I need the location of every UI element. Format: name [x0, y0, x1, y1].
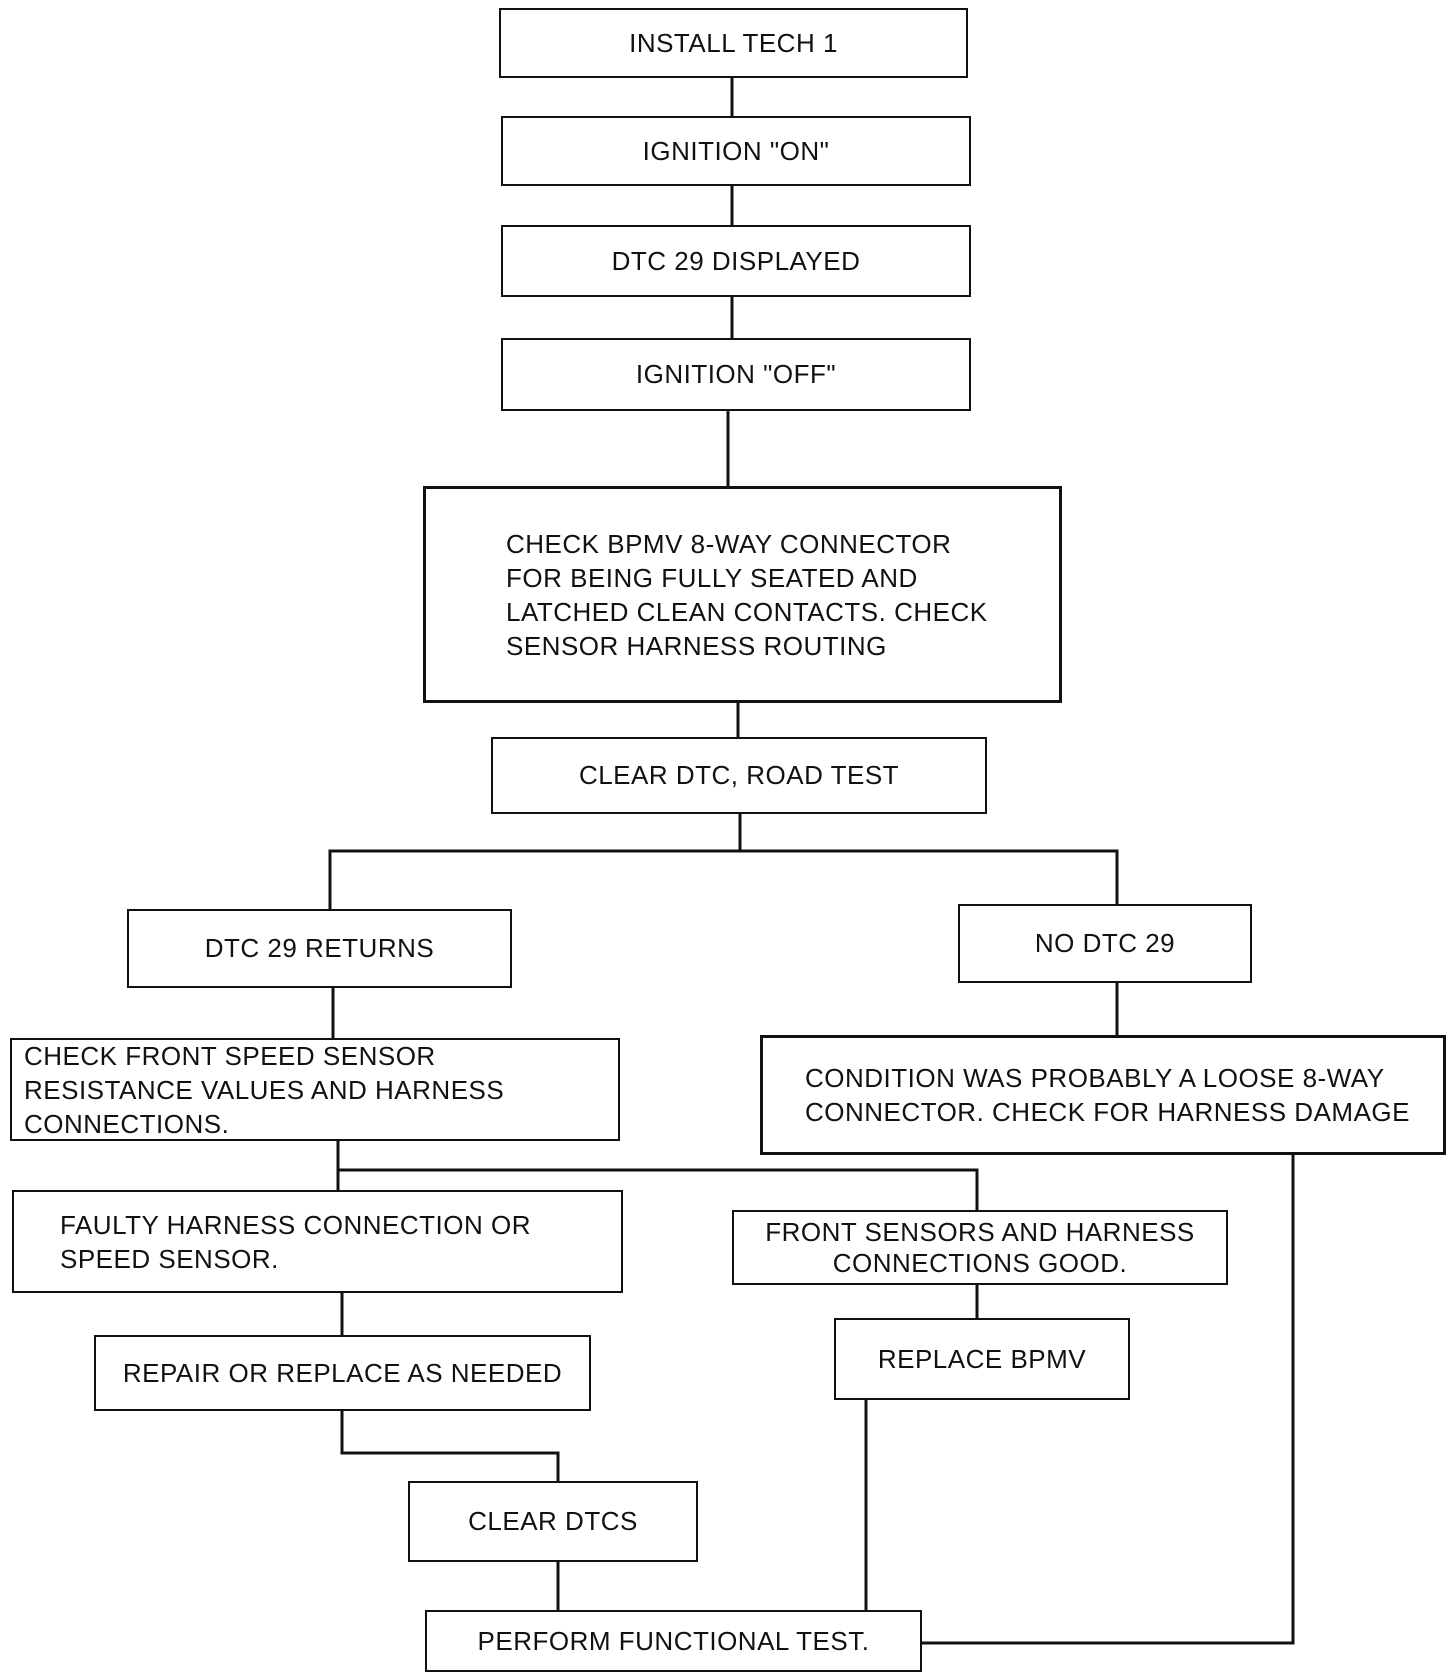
- step-label: IGNITION "OFF": [635, 359, 837, 389]
- connector-line: [922, 1155, 1295, 1645]
- connector-line: [328, 849, 1119, 909]
- step-label: CHECK FRONT SPEED SENSOR RESISTANCE VALU…: [24, 1040, 505, 1139]
- step-dtc-29-displayed: DTC 29 DISPLAYED: [501, 225, 971, 297]
- step-label: CONDITION WAS PROBABLY A LOOSE 8-WAY CON…: [805, 1063, 1410, 1127]
- step-ignition-on: IGNITION "ON": [501, 116, 971, 186]
- step-label: IGNITION "ON": [642, 135, 830, 166]
- step-label: NO DTC 29: [1034, 928, 1176, 958]
- step-ignition-off: IGNITION "OFF": [501, 338, 971, 411]
- step-label: REPAIR OR REPLACE AS NEEDED: [122, 1357, 563, 1388]
- step-install-tech-1: INSTALL TECH 1: [499, 8, 968, 78]
- step-no-dtc-29: NO DTC 29: [958, 904, 1252, 983]
- step-front-sensors-good: FRONT SENSORS AND HARNESS CONNECTIONS GO…: [732, 1210, 1228, 1285]
- step-condition-loose-connector: CONDITION WAS PROBABLY A LOOSE 8-WAY CON…: [760, 1035, 1446, 1155]
- step-label: CLEAR DTCS: [468, 1506, 638, 1536]
- step-label: FRONT SENSORS AND HARNESS CONNECTIONS GO…: [765, 1216, 1195, 1278]
- step-label: DTC 29 RETURNS: [204, 933, 435, 963]
- step-perform-functional-test: PERFORM FUNCTIONAL TEST.: [425, 1610, 922, 1672]
- step-label: DTC 29 DISPLAYED: [611, 245, 861, 276]
- step-dtc-29-returns: DTC 29 RETURNS: [127, 909, 512, 988]
- step-replace-bpmv: REPLACE BPMV: [834, 1318, 1130, 1400]
- step-clear-dtcs: CLEAR DTCS: [408, 1481, 698, 1562]
- step-faulty-harness: FAULTY HARNESS CONNECTION OR SPEED SENSO…: [12, 1190, 623, 1293]
- connector-line: [336, 1141, 979, 1210]
- step-check-bpmv-connector: CHECK BPMV 8-WAY CONNECTOR FOR BEING FUL…: [423, 486, 1062, 703]
- step-label: INSTALL TECH 1: [629, 27, 838, 58]
- step-repair-or-replace: REPAIR OR REPLACE AS NEEDED: [94, 1335, 591, 1411]
- connector-line: [340, 1411, 560, 1481]
- step-label: FAULTY HARNESS CONNECTION OR SPEED SENSO…: [60, 1209, 531, 1274]
- step-label: CLEAR DTC, ROAD TEST: [578, 760, 900, 790]
- step-label: CHECK BPMV 8-WAY CONNECTOR FOR BEING FUL…: [506, 528, 988, 661]
- step-clear-dtc-road-test: CLEAR DTC, ROAD TEST: [491, 737, 987, 814]
- step-check-front-speed-sensor: CHECK FRONT SPEED SENSOR RESISTANCE VALU…: [10, 1038, 620, 1141]
- step-label: PERFORM FUNCTIONAL TEST.: [477, 1625, 870, 1656]
- step-label: REPLACE BPMV: [877, 1343, 1087, 1374]
